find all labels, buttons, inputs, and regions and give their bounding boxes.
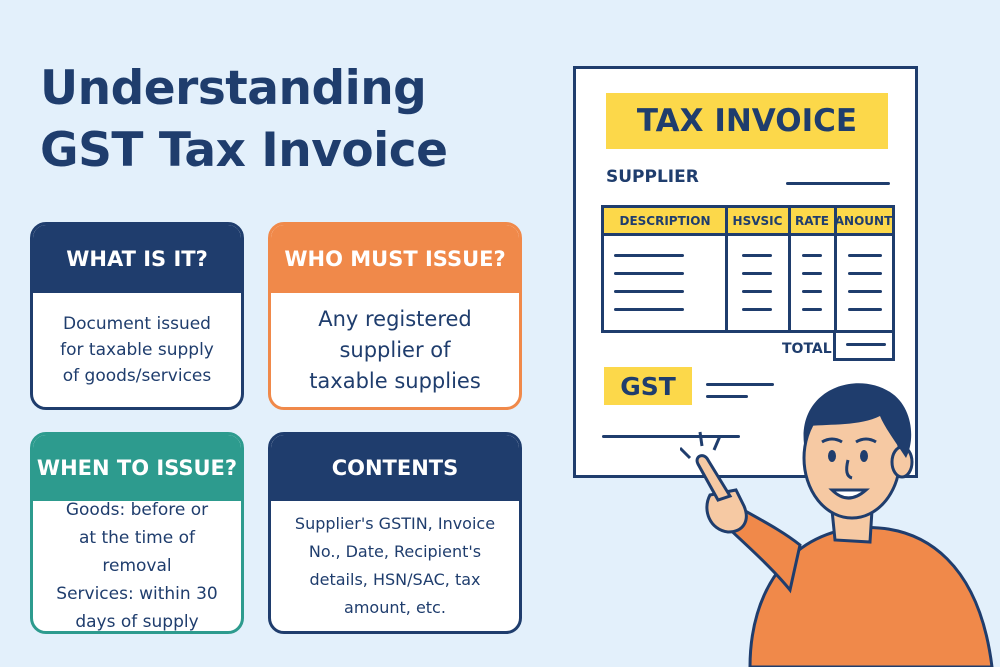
invoice-document: TAX INVOICE SUPPLIER DESCRIPTION HSVSIC … [573,66,918,478]
card-line: for taxable supply [60,340,214,360]
when-to-issue-body: Goods: before or at the time of removal … [33,500,241,632]
row-line [742,272,772,275]
card-line: details, HSN/SAC, tax [309,570,481,589]
row-line [742,308,772,311]
gst-line [706,395,748,398]
card-line: amount, etc. [344,598,446,617]
row-line [614,272,684,275]
what-is-it-body: Document issued for taxable supply of go… [33,293,241,407]
who-must-issue-card: WHO MUST ISSUE? Any registered supplier … [268,222,522,410]
column-rate: RATE [789,208,835,236]
table-divider [834,208,837,330]
gst-label: GST [604,367,692,405]
table-divider [725,208,728,330]
supplier-line [786,182,890,185]
row-line [848,308,882,311]
row-line [802,272,822,275]
title-line-1: Understanding [40,61,427,116]
invoice-total-label: TOTAL [782,341,832,357]
row-line [742,254,772,257]
column-amount: ANOUNT [835,208,892,236]
card-line: Supplier's GSTIN, Invoice [294,514,496,533]
row-line [802,254,822,257]
row-line [802,308,822,311]
row-line [614,290,684,293]
title-line-2: GST Tax Invoice [40,123,448,178]
when-to-issue-heading: WHEN TO ISSUE? [33,435,241,501]
card-line: of goods/services [62,366,212,386]
contents-heading: CONTENTS [271,435,519,501]
row-line [614,308,684,311]
gst-line [706,383,774,386]
card-line: at the time of removal [79,528,195,576]
column-description: DESCRIPTION [604,208,726,236]
contents-body: Supplier's GSTIN, Invoice No., Date, Rec… [271,501,519,631]
row-line [742,290,772,293]
what-is-it-heading: WHAT IS IT? [33,225,241,293]
row-line [614,254,684,257]
card-line: Goods: before or [65,500,209,520]
row-line [848,272,882,275]
invoice-title: TAX INVOICE [606,93,888,149]
row-line [802,290,822,293]
page-title: Understanding GST Tax Invoice [40,58,560,182]
card-line: No., Date, Recipient's [308,542,482,561]
what-is-it-card: WHAT IS IT? Document issued for taxable … [30,222,244,410]
card-line: Services: within 30 [56,584,218,604]
column-hsvsic: HSVSIC [726,208,789,236]
card-line: supplier of [339,337,451,362]
person-pointing-icon [680,383,994,667]
card-line: Any registered [318,306,472,331]
invoice-table: DESCRIPTION HSVSIC RATE ANOUNT [601,205,895,333]
who-must-issue-body: Any registered supplier of taxable suppl… [271,293,519,407]
table-divider [788,208,791,330]
row-line [848,254,882,257]
when-to-issue-card: WHEN TO ISSUE? Goods: before or at the t… [30,432,244,634]
card-line: taxable supplies [309,368,481,393]
total-box [833,333,895,361]
card-line: days of supply [75,612,199,632]
card-line: Document issued [63,314,211,334]
row-line [848,290,882,293]
contents-card: CONTENTS Supplier's GSTIN, Invoice No., … [268,432,522,634]
invoice-supplier-label: SUPPLIER [606,167,699,187]
who-must-issue-heading: WHO MUST ISSUE? [271,225,519,293]
total-line [846,343,886,346]
signature-line [602,435,740,438]
